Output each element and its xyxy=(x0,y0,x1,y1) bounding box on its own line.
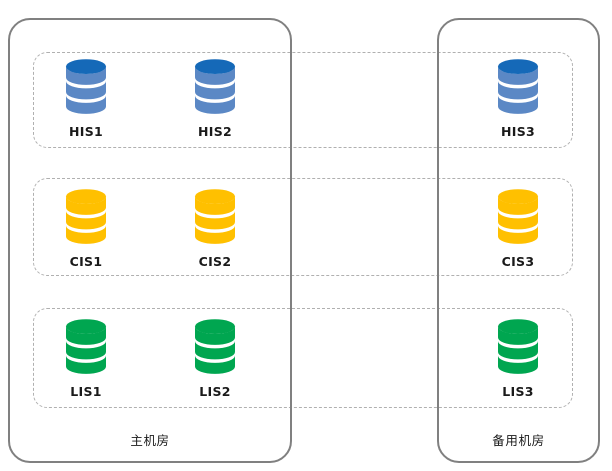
database-icon-wrap-cis3 xyxy=(481,188,555,250)
node-label-his2: HIS2 xyxy=(197,124,232,139)
database-icon-wrap-his2 xyxy=(178,58,252,120)
database-icon xyxy=(66,189,106,244)
database-icon xyxy=(66,59,106,114)
node-his3[interactable]: HIS3 xyxy=(481,58,555,139)
room-label-backup: 备用机房 xyxy=(492,433,545,448)
database-icon-wrap-his3 xyxy=(481,58,555,120)
node-cis2[interactable]: CIS2 xyxy=(178,188,252,269)
tier-band-cis xyxy=(33,178,573,276)
node-label-his3: HIS3 xyxy=(500,124,535,139)
node-label-lis1: LIS1 xyxy=(70,384,102,399)
node-label-his1: HIS1 xyxy=(68,124,103,139)
database-icon-wrap-his1 xyxy=(49,58,123,120)
database-icon xyxy=(498,189,538,244)
database-icon xyxy=(195,319,235,374)
database-icon xyxy=(195,59,235,114)
node-lis2[interactable]: LIS2 xyxy=(178,318,252,399)
node-label-cis2: CIS2 xyxy=(198,254,232,269)
database-icon-wrap-cis2 xyxy=(178,188,252,250)
database-icon-wrap-lis1 xyxy=(49,318,123,380)
node-lis1[interactable]: LIS1 xyxy=(49,318,123,399)
database-icon-wrap-lis3 xyxy=(481,318,555,380)
database-icon xyxy=(195,189,235,244)
node-label-lis2: LIS2 xyxy=(199,384,231,399)
tier-band-lis xyxy=(33,308,573,408)
node-cis3[interactable]: CIS3 xyxy=(481,188,555,269)
room-container-primary xyxy=(8,18,292,463)
node-label-cis3: CIS3 xyxy=(501,254,535,269)
node-label-cis1: CIS1 xyxy=(69,254,103,269)
node-lis3[interactable]: LIS3 xyxy=(481,318,555,399)
node-cis1[interactable]: CIS1 xyxy=(49,188,123,269)
database-icon-wrap-cis1 xyxy=(49,188,123,250)
database-icon xyxy=(498,319,538,374)
room-label-primary: 主机房 xyxy=(130,433,170,448)
node-his2[interactable]: HIS2 xyxy=(178,58,252,139)
room-container-backup xyxy=(437,18,600,463)
tier-band-his xyxy=(33,52,573,148)
node-label-lis3: LIS3 xyxy=(502,384,534,399)
database-icon xyxy=(66,319,106,374)
database-icon xyxy=(498,59,538,114)
node-his1[interactable]: HIS1 xyxy=(49,58,123,139)
database-icon-wrap-lis2 xyxy=(178,318,252,380)
